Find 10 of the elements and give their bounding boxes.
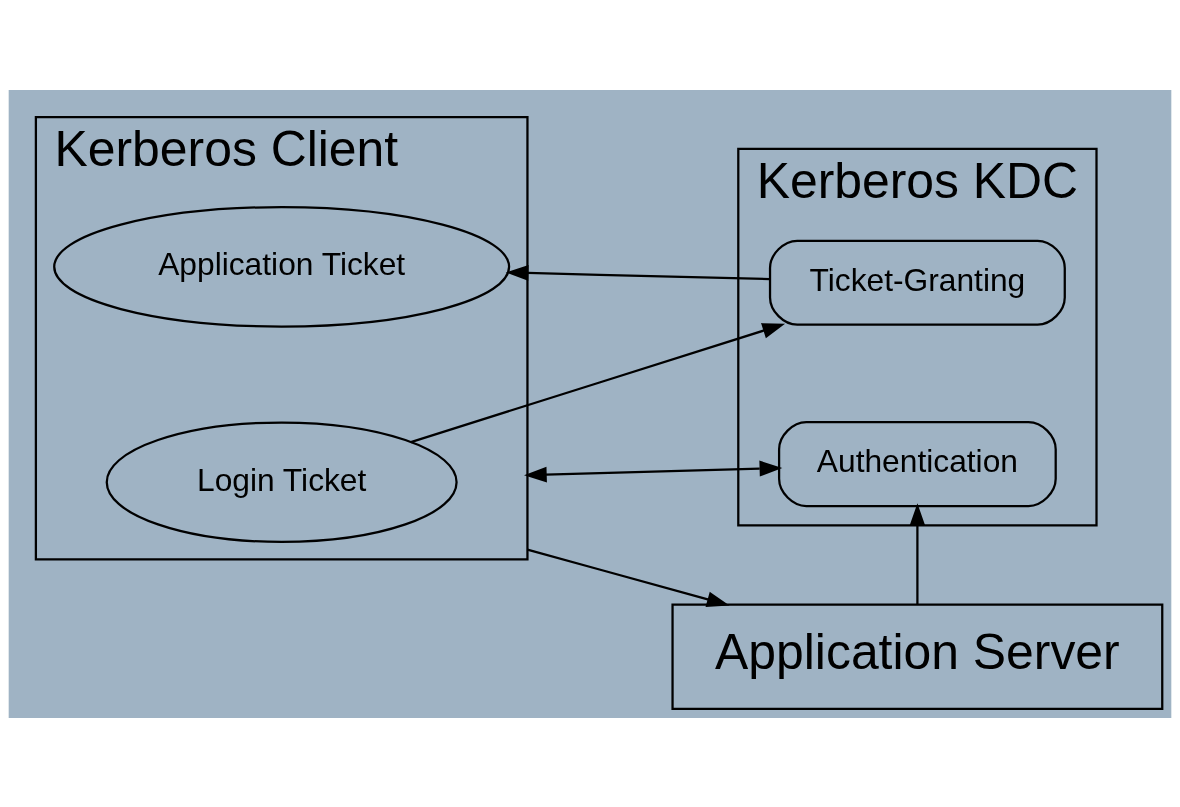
node-ellipse: Application Ticket	[53, 205, 511, 328]
node-box: Authentication	[777, 420, 1057, 507]
arrow	[524, 460, 783, 483]
node-box: Application Server	[671, 603, 1164, 710]
arrow	[527, 547, 730, 607]
arrow	[909, 502, 926, 604]
node-ellipse: Login Ticket	[105, 420, 458, 543]
arrow	[410, 322, 786, 443]
arrow	[505, 264, 770, 281]
node-box: Ticket-Granting	[768, 239, 1066, 326]
